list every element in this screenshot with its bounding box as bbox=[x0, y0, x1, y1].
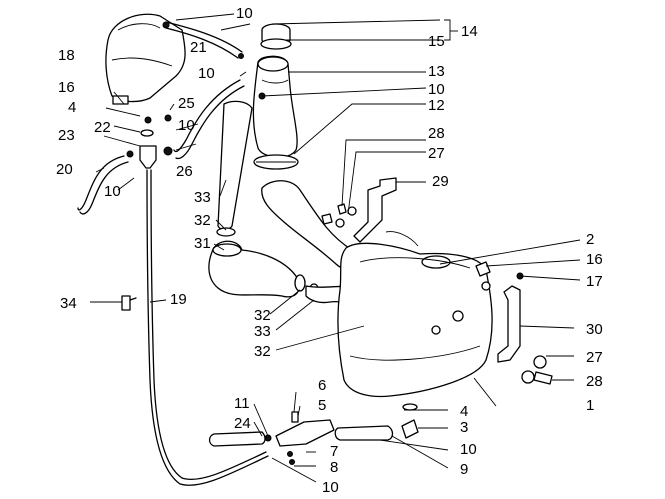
callout-16b: 16 bbox=[586, 251, 603, 268]
part-hose-20 bbox=[77, 155, 129, 215]
part-clamp-12 bbox=[253, 154, 299, 170]
callout-31: 31 bbox=[194, 235, 211, 252]
callout-27a: 27 bbox=[428, 145, 445, 162]
callout-10b: 10 bbox=[198, 65, 215, 82]
part-clip-34 bbox=[121, 295, 137, 311]
callout-17: 17 bbox=[586, 273, 603, 290]
callout-10f: 10 bbox=[460, 441, 477, 458]
part-fuel-line-19 bbox=[146, 169, 269, 486]
callout-18: 18 bbox=[58, 47, 75, 64]
callout-10c: 10 bbox=[428, 81, 445, 98]
part-screw-25 bbox=[164, 114, 172, 122]
part-fuel-tank-2 bbox=[337, 242, 493, 398]
callout-5: 5 bbox=[318, 397, 326, 414]
callout-29: 29 bbox=[432, 173, 449, 190]
callout-28b: 28 bbox=[586, 373, 603, 390]
part-filler-neck-13 bbox=[252, 55, 298, 158]
callout-19: 19 bbox=[170, 291, 187, 308]
part-bolts-upper bbox=[321, 203, 357, 228]
callout-2: 2 bbox=[586, 231, 594, 248]
callout-10e: 10 bbox=[104, 183, 121, 200]
callout-26: 26 bbox=[176, 163, 193, 180]
part-hose-24 bbox=[208, 431, 272, 447]
part-elbow-31 bbox=[208, 240, 300, 298]
callout-8: 8 bbox=[330, 459, 338, 476]
callout-1: 1 bbox=[586, 397, 594, 414]
callout-10g: 10 bbox=[322, 479, 339, 496]
callout-6: 6 bbox=[318, 377, 326, 394]
callout-33b: 33 bbox=[254, 323, 271, 340]
callout-3: 3 bbox=[460, 419, 468, 436]
callout-22: 22 bbox=[94, 119, 111, 136]
callout-labels: 10 14 15 18 21 10 13 10 12 16 25 4 10 23… bbox=[56, 5, 603, 496]
part-hose-26 bbox=[163, 79, 245, 160]
callout-12: 12 bbox=[428, 97, 445, 114]
callout-14: 14 bbox=[461, 23, 478, 40]
part-cover-18 bbox=[105, 13, 186, 105]
callout-32b: 32 bbox=[254, 307, 271, 324]
callout-32c: 32 bbox=[254, 343, 271, 360]
callout-28a: 28 bbox=[428, 125, 445, 142]
callout-16a: 16 bbox=[58, 79, 75, 96]
callout-4b: 4 bbox=[460, 403, 468, 420]
callout-30: 30 bbox=[586, 321, 603, 338]
part-bracket-29 bbox=[353, 177, 419, 247]
callout-34: 34 bbox=[60, 295, 77, 312]
part-filter-3 bbox=[401, 403, 419, 439]
callout-10d: 10 bbox=[178, 117, 195, 134]
callout-10a: 10 bbox=[236, 5, 253, 22]
part-bolts-lower bbox=[521, 355, 553, 385]
callout-13: 13 bbox=[428, 63, 445, 80]
part-clamp-32-upper bbox=[216, 227, 236, 237]
part-clamp-32-mid bbox=[294, 274, 306, 292]
callout-15: 15 bbox=[428, 33, 445, 50]
part-fuel-tap-22 bbox=[126, 116, 157, 169]
callout-23: 23 bbox=[58, 127, 75, 144]
callout-9: 9 bbox=[460, 461, 468, 478]
part-filler-cap-14 bbox=[260, 23, 292, 50]
part-valve-5 bbox=[275, 411, 335, 465]
callout-21: 21 bbox=[190, 39, 207, 56]
callout-32a: 32 bbox=[194, 212, 211, 229]
callout-4a: 4 bbox=[68, 99, 76, 116]
part-bracket-30 bbox=[497, 285, 521, 363]
part-hose-33 bbox=[217, 100, 253, 231]
callout-20: 20 bbox=[56, 161, 73, 178]
part-hose-21 bbox=[162, 21, 244, 59]
callout-24: 24 bbox=[234, 415, 251, 432]
callout-25: 25 bbox=[178, 95, 195, 112]
callout-7: 7 bbox=[330, 443, 338, 460]
callout-11: 11 bbox=[234, 395, 250, 412]
part-hose-9 bbox=[334, 425, 394, 441]
callout-33a: 33 bbox=[194, 189, 211, 206]
callout-27b: 27 bbox=[586, 349, 603, 366]
leader-lines bbox=[90, 13, 581, 483]
